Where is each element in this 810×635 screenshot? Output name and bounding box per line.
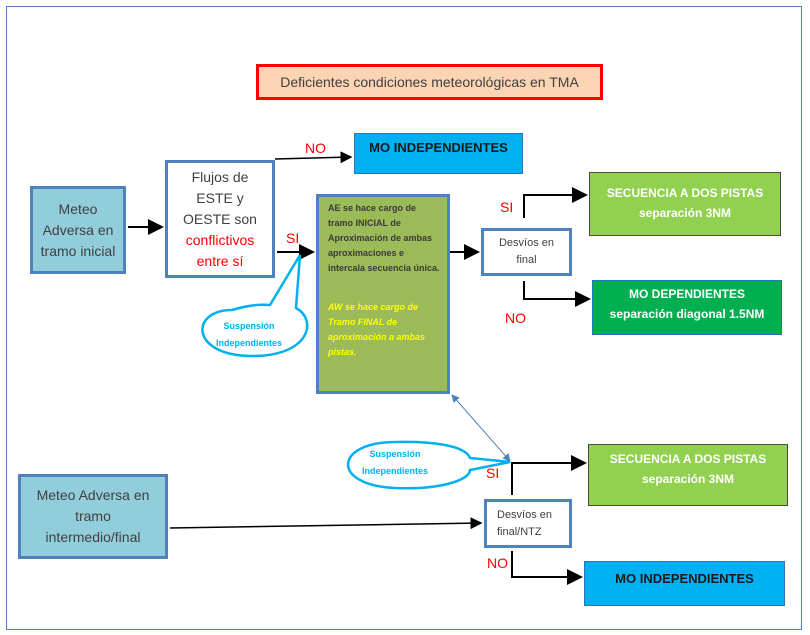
label-no-top: NO (305, 140, 326, 156)
flujos-line: Flujos de (191, 168, 249, 185)
callout-top-text: Suspensión Independientes (204, 318, 294, 352)
callout-top-line: Independientes (215, 338, 282, 348)
mo-dependientes-title: MO DEPENDIENTES (628, 287, 745, 301)
meteo-intermedio-line: tramo (75, 508, 111, 524)
node-mo-dependientes: MO DEPENDIENTES separación diagonal 1.5N… (592, 280, 782, 335)
secuencia-top-title: SECUENCIA A DOS PISTAS (606, 186, 764, 200)
desvios-final-line: final (516, 254, 537, 266)
title-box: Deficientes condiciones meteorológicas e… (256, 64, 603, 100)
flujos-line: OESTE son (183, 210, 257, 227)
label-si-flujos: SI (286, 230, 300, 246)
flujos-line: ESTE y (196, 189, 244, 206)
mo-dependientes-subtitle: separación diagonal 1.5NM (609, 307, 765, 321)
callout-bottom-line: Suspensión (369, 449, 421, 459)
mo-independientes-top-text: MO INDEPENDIENTES (369, 140, 508, 155)
node-meteo-inicial-text: Meteo Adversa en tramo inicial (40, 200, 116, 259)
aw-paragraph: AW se hace cargo de Tramo FINAL de aprox… (328, 302, 426, 357)
node-meteo-inicial: Meteo Adversa en tramo inicial (30, 186, 126, 274)
meteo-intermedio-line: Meteo Adversa en (36, 487, 150, 503)
node-desvios-final: Desvíos en final (481, 228, 572, 276)
label-no-desvios-final: NO (505, 310, 526, 326)
desvios-ntz-line: Desvíos en (497, 508, 553, 521)
label-no-desvios-ntz: NO (487, 555, 508, 571)
secuencia-bottom-subtitle: separación 3NM (641, 472, 735, 486)
ae-paragraph: AE se hace cargo de tramo INICIAL de Apr… (328, 203, 440, 273)
meteo-intermedio-line: intermedio/final (45, 529, 141, 545)
callout-bottom-line: Independientes (361, 466, 428, 476)
node-secuencia-top: SECUENCIA A DOS PISTAS separación 3NM (589, 172, 781, 236)
node-desvios-ntz: Desvíos en final/NTZ (484, 499, 572, 548)
secuencia-bottom-title: SECUENCIA A DOS PISTAS (609, 452, 767, 466)
node-ae-responsibility: AE se hace cargo de tramo INICIAL de Apr… (316, 194, 450, 394)
label-si-desvios-final: SI (500, 199, 514, 215)
node-flujos-decision: Flujos de ESTE y OESTE son conflictivos … (165, 160, 275, 278)
desvios-final-line: Desvíos en (498, 237, 555, 249)
callout-bottom-text: Suspensión Independientes (350, 446, 440, 480)
flujos-line-highlight: entre sí (196, 252, 244, 269)
diagram-frame (6, 6, 802, 630)
node-mo-independientes-bottom: MO INDEPENDIENTES (584, 561, 785, 606)
label-si-desvios-ntz: SI (486, 465, 500, 481)
callout-top-line: Suspensión (223, 321, 275, 331)
node-mo-independientes-top: MO INDEPENDIENTES (354, 133, 523, 174)
secuencia-top-subtitle: separación 3NM (638, 206, 732, 220)
desvios-ntz-line: final/NTZ (497, 525, 542, 538)
mo-independientes-bottom-text: MO INDEPENDIENTES (615, 571, 754, 586)
flujos-line-highlight: conflictivos (185, 231, 255, 248)
node-meteo-intermedio: Meteo Adversa en tramo intermedio/final (18, 474, 168, 559)
node-secuencia-bottom: SECUENCIA A DOS PISTAS separación 3NM (588, 444, 788, 506)
title-text: Deficientes condiciones meteorológicas e… (280, 74, 579, 90)
